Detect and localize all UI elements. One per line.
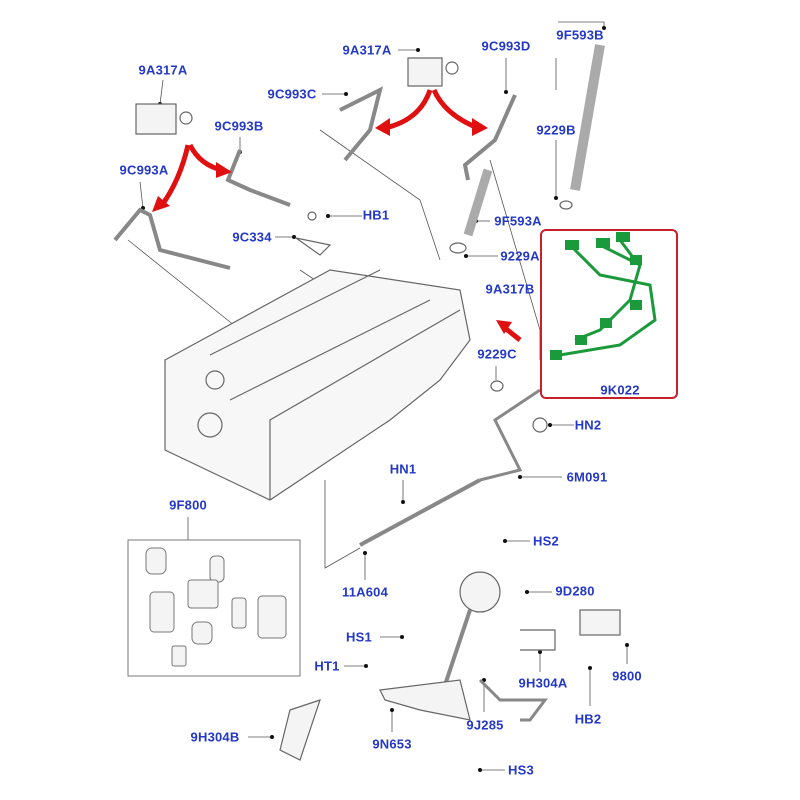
label-hn2: HN2 [574, 417, 602, 433]
label-9a317a-top: 9A317A [342, 42, 392, 58]
label-9f593b: 9F593B [556, 27, 604, 43]
harness-connectors [550, 232, 642, 360]
label-6m091: 6M091 [566, 469, 608, 485]
label-9h304a: 9H304A [518, 675, 568, 691]
label-hs1: HS1 [346, 629, 372, 645]
label-hb1: HB1 [362, 207, 390, 223]
label-ht1: HT1 [314, 658, 340, 674]
label-9c993b: 9C993B [214, 118, 264, 134]
label-hn1: HN1 [389, 461, 417, 477]
label-9h304b: 9H304B [190, 729, 240, 745]
label-hb2: HB2 [574, 711, 602, 727]
label-9a317a-left: 9A317A [138, 62, 188, 78]
label-9n653: 9N653 [372, 736, 412, 752]
red-arrowheads [152, 118, 512, 334]
label-9229a: 9229A [500, 248, 540, 264]
label-9c993d: 9C993D [481, 38, 531, 54]
label-9800: 9800 [612, 668, 642, 684]
label-9d280: 9D280 [555, 583, 595, 599]
leader-lines [127, 21, 628, 771]
parts-outlines [113, 44, 621, 761]
harness-highlight-box [540, 229, 678, 399]
label-9k022: 9K022 [600, 382, 640, 398]
label-9229b: 9229B [536, 122, 576, 138]
label-9j285: 9J285 [466, 717, 504, 733]
label-9229c: 9229C [477, 346, 517, 362]
kit-parts [145, 547, 287, 667]
label-9a317b: 9A317B [485, 281, 535, 297]
red-arrows [159, 88, 522, 342]
label-9c993a: 9C993A [119, 162, 169, 178]
label-9c993c: 9C993C [267, 86, 317, 102]
label-11a604: 11A604 [341, 584, 389, 600]
label-9f593a: 9F593A [494, 213, 542, 229]
label-9c334: 9C334 [232, 229, 272, 245]
kit-9f800-box [127, 539, 301, 677]
label-hs2: HS2 [533, 533, 559, 549]
label-9f800: 9F800 [169, 497, 207, 513]
label-hs3: HS3 [508, 762, 534, 778]
